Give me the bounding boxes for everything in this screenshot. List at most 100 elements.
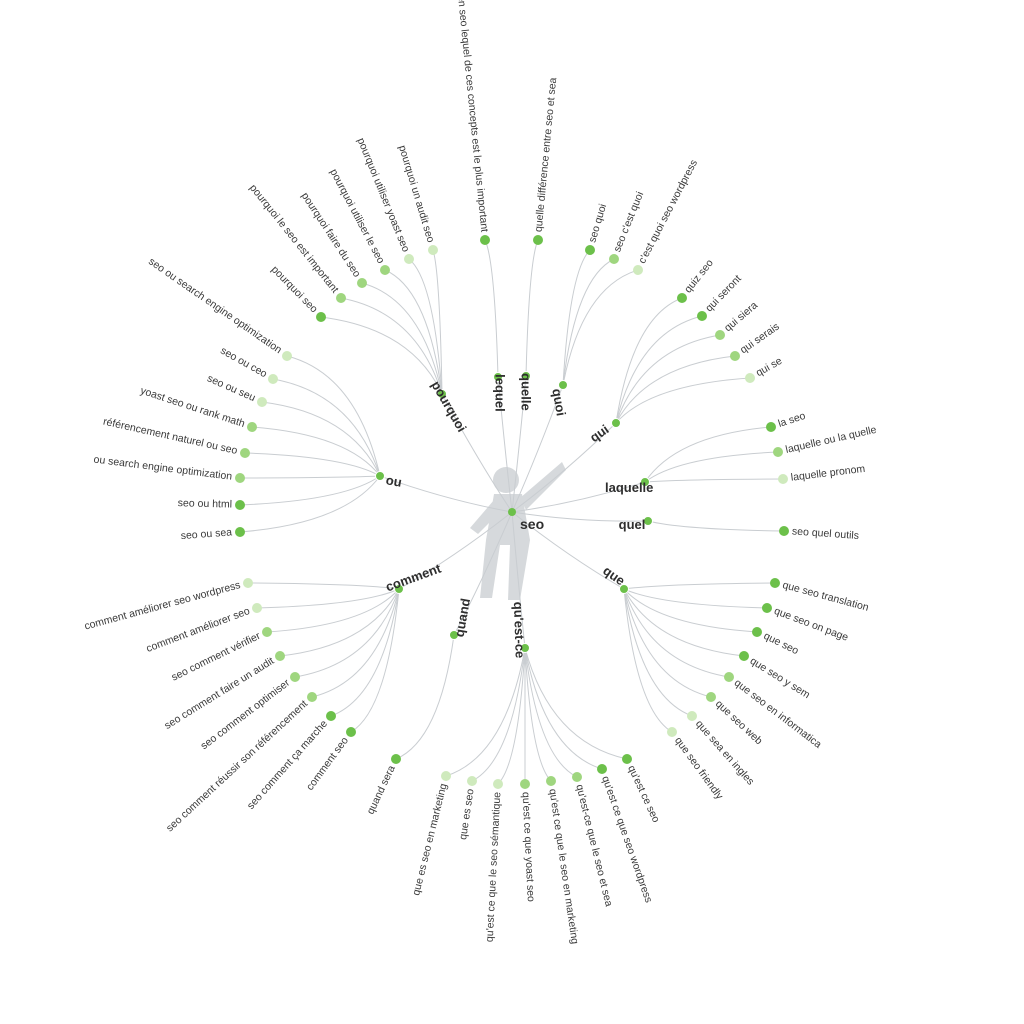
leaf-label[interactable]: qui siera <box>722 299 760 334</box>
category-label[interactable]: qui <box>587 422 612 445</box>
leaf-label[interactable]: que seo translation <box>781 579 870 614</box>
leaf-label[interactable]: qu'est ce que le seo sémantique <box>484 792 504 943</box>
leaf-label[interactable]: qu'est ce que le seo en marketing <box>546 788 580 945</box>
leaf-label[interactable]: qui serais <box>738 321 782 357</box>
category-node-dot[interactable] <box>394 584 404 594</box>
leaf-label[interactable]: laquelle pronom <box>790 463 866 484</box>
leaf-label[interactable]: qu'est ce seo <box>625 764 662 825</box>
leaf-node-dot[interactable] <box>235 500 245 510</box>
leaf-node-dot[interactable] <box>235 527 245 537</box>
category-label[interactable]: lequel <box>492 374 507 412</box>
leaf-label[interactable]: seo ou seu <box>205 372 257 404</box>
category-node-dot[interactable] <box>640 477 650 487</box>
leaf-node-dot[interactable] <box>493 779 503 789</box>
leaf-label[interactable]: la seo <box>777 410 808 430</box>
leaf-node-dot[interactable] <box>336 293 346 303</box>
leaf-node-dot[interactable] <box>243 578 253 588</box>
leaf-label[interactable]: seo ou html <box>178 497 233 510</box>
leaf-node-dot[interactable] <box>307 692 317 702</box>
category-node-dot[interactable] <box>643 516 653 526</box>
leaf-node-dot[interactable] <box>533 235 543 245</box>
category-node-dot[interactable] <box>521 371 531 381</box>
leaf-node-dot[interactable] <box>677 293 687 303</box>
root-node-dot[interactable] <box>508 508 516 516</box>
leaf-label[interactable]: seo quoi <box>586 203 609 244</box>
leaf-label[interactable]: que seo en informatica <box>732 677 824 751</box>
category-node-dot[interactable] <box>611 418 621 428</box>
leaf-label[interactable]: que es seo <box>457 788 476 841</box>
category-label[interactable]: quoi <box>549 387 569 417</box>
leaf-node-dot[interactable] <box>687 711 697 721</box>
leaf-label[interactable]: quelle différence entre seo et sea <box>533 77 560 233</box>
leaf-node-dot[interactable] <box>480 235 490 245</box>
leaf-node-dot[interactable] <box>546 776 556 786</box>
leaf-node-dot[interactable] <box>770 578 780 588</box>
leaf-node-dot[interactable] <box>779 526 789 536</box>
leaf-node-dot[interactable] <box>257 397 267 407</box>
leaf-node-dot[interactable] <box>290 672 300 682</box>
leaf-node-dot[interactable] <box>597 764 607 774</box>
leaf-label[interactable]: quiz seo <box>682 257 716 295</box>
root-label[interactable]: seo <box>520 516 544 532</box>
leaf-node-dot[interactable] <box>752 627 762 637</box>
leaf-node-dot[interactable] <box>235 473 245 483</box>
leaf-node-dot[interactable] <box>633 265 643 275</box>
leaf-label[interactable]: quand sera <box>365 763 398 816</box>
leaf-node-dot[interactable] <box>745 373 755 383</box>
leaf-label[interactable]: seo ou ceo <box>218 345 269 381</box>
leaf-node-dot[interactable] <box>357 278 367 288</box>
leaf-node-dot[interactable] <box>380 265 390 275</box>
leaf-node-dot[interactable] <box>252 603 262 613</box>
category-label[interactable]: quel <box>619 517 646 532</box>
category-label[interactable]: comment <box>384 560 444 594</box>
category-node-dot[interactable] <box>520 643 530 653</box>
leaf-node-dot[interactable] <box>441 771 451 781</box>
leaf-label[interactable]: qu'est ce que yoast seo <box>520 792 537 903</box>
category-label[interactable]: quand <box>452 597 474 638</box>
leaf-label[interactable]: qui se <box>754 355 784 379</box>
leaf-label[interactable]: en seo lequel de ces concepts est le plu… <box>455 0 490 233</box>
leaf-node-dot[interactable] <box>428 245 438 255</box>
leaf-label[interactable]: pourquoi seo <box>269 264 320 316</box>
category-node-dot[interactable] <box>437 389 447 399</box>
leaf-node-dot[interactable] <box>766 422 776 432</box>
leaf-node-dot[interactable] <box>404 254 414 264</box>
category-label[interactable]: pourquoi <box>428 378 469 434</box>
category-node-dot[interactable] <box>619 584 629 594</box>
leaf-node-dot[interactable] <box>326 711 336 721</box>
leaf-node-dot[interactable] <box>268 374 278 384</box>
leaf-node-dot[interactable] <box>739 651 749 661</box>
leaf-node-dot[interactable] <box>715 330 725 340</box>
leaf-node-dot[interactable] <box>391 754 401 764</box>
leaf-node-dot[interactable] <box>730 351 740 361</box>
leaf-label[interactable]: seo ou sea <box>180 526 232 542</box>
leaf-node-dot[interactable] <box>778 474 788 484</box>
leaf-node-dot[interactable] <box>346 727 356 737</box>
leaf-node-dot[interactable] <box>520 779 530 789</box>
leaf-node-dot[interactable] <box>724 672 734 682</box>
leaf-node-dot[interactable] <box>706 692 716 702</box>
category-node-dot[interactable] <box>449 630 459 640</box>
category-node-dot[interactable] <box>375 471 385 481</box>
leaf-label[interactable]: seo c'est quoi <box>611 190 646 254</box>
leaf-node-dot[interactable] <box>262 627 272 637</box>
leaf-node-dot[interactable] <box>275 651 285 661</box>
leaf-label[interactable]: seo comment ça marche <box>245 718 330 812</box>
leaf-node-dot[interactable] <box>609 254 619 264</box>
leaf-node-dot[interactable] <box>467 776 477 786</box>
leaf-label[interactable]: laquelle ou la quelle <box>784 424 877 456</box>
category-label[interactable]: qu'est-ce <box>511 601 528 658</box>
leaf-label[interactable]: c'est quoi seo wordpress <box>636 158 700 266</box>
category-label[interactable]: quelle <box>519 373 534 411</box>
leaf-node-dot[interactable] <box>282 351 292 361</box>
leaf-label[interactable]: que seo <box>762 630 801 657</box>
leaf-label[interactable]: que es seo en marketing <box>410 782 450 897</box>
leaf-node-dot[interactable] <box>572 772 582 782</box>
leaf-node-dot[interactable] <box>667 727 677 737</box>
leaf-node-dot[interactable] <box>240 448 250 458</box>
category-label[interactable]: ou <box>385 472 403 490</box>
leaf-node-dot[interactable] <box>622 754 632 764</box>
category-node-dot[interactable] <box>493 372 503 382</box>
leaf-label[interactable]: seo quel outils <box>792 525 860 542</box>
leaf-label[interactable]: seo ou search engine optimization <box>146 256 284 357</box>
